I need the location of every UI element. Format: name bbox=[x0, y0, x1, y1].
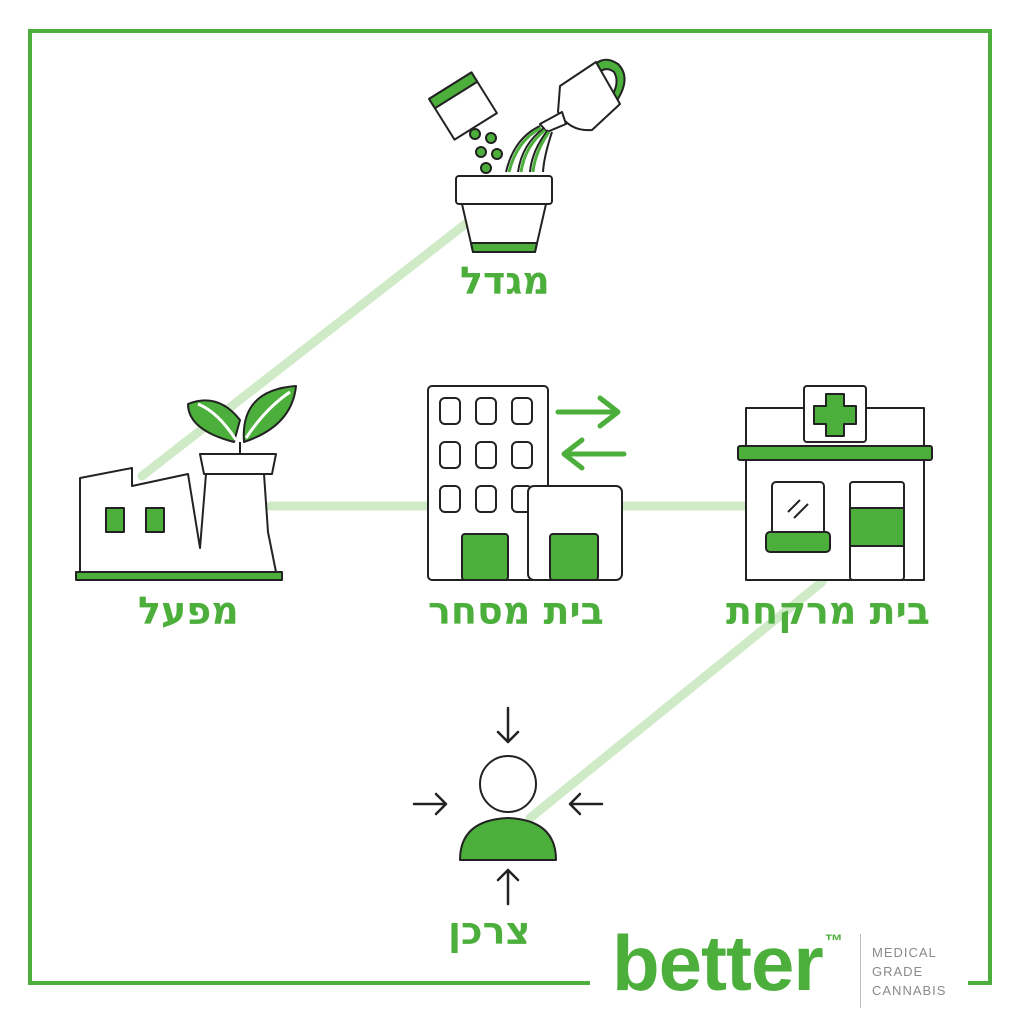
trading-house-icon bbox=[427, 385, 627, 581]
factory-ground bbox=[75, 571, 283, 581]
inward-arrows-icon bbox=[412, 706, 604, 906]
factory-icon bbox=[75, 385, 297, 581]
person-body-icon bbox=[459, 817, 557, 861]
factory-window-icon bbox=[105, 507, 125, 533]
label-trading-house: בית מסחר bbox=[428, 589, 604, 633]
pharmacy-icon bbox=[737, 385, 933, 581]
leaves-icon bbox=[187, 385, 297, 454]
label-pharmacy: בית מרקחת bbox=[726, 589, 930, 633]
office-windows bbox=[439, 397, 533, 513]
brand-name: better bbox=[612, 919, 824, 1007]
exchange-arrows-icon bbox=[555, 395, 627, 471]
grower-icon bbox=[428, 58, 626, 253]
consumer-icon bbox=[412, 706, 604, 906]
watering-can-icon bbox=[539, 58, 626, 133]
person-head-icon bbox=[479, 755, 537, 813]
seeds-icon bbox=[469, 128, 503, 174]
brand-trademark: ™ bbox=[824, 931, 843, 951]
connector-pharmacy-consumer bbox=[525, 577, 827, 823]
flower-pot-icon bbox=[455, 175, 553, 253]
glass-reflection-icon bbox=[787, 499, 809, 519]
factory-window-icon bbox=[145, 507, 165, 533]
connector-grower-factory bbox=[137, 217, 473, 481]
frame-border bbox=[28, 29, 992, 985]
window-sill bbox=[765, 531, 831, 553]
water-streams-icon bbox=[505, 125, 553, 173]
planter-icon bbox=[199, 453, 277, 475]
door-panel bbox=[849, 507, 905, 547]
office-door-icon bbox=[461, 533, 509, 581]
connector-lines bbox=[137, 217, 827, 823]
label-consumer: צרכן bbox=[448, 909, 531, 953]
pharmacy-awning bbox=[737, 445, 933, 461]
brand-separator bbox=[860, 934, 861, 1008]
brand-tagline-line: MEDICAL bbox=[872, 945, 937, 960]
pharmacy-window-icon bbox=[771, 481, 825, 539]
label-grower: מגדל bbox=[460, 259, 550, 303]
seed-packet-icon bbox=[428, 71, 498, 141]
medical-cross-icon bbox=[813, 393, 857, 437]
factory-building-icon bbox=[79, 467, 277, 573]
brand-tagline-line: CANNABIS bbox=[872, 983, 947, 998]
annex-door-icon bbox=[549, 533, 599, 581]
brand-tagline-line: GRADE bbox=[872, 964, 924, 979]
label-factory: מפעל bbox=[138, 589, 239, 633]
water-streams-fill bbox=[507, 126, 551, 173]
